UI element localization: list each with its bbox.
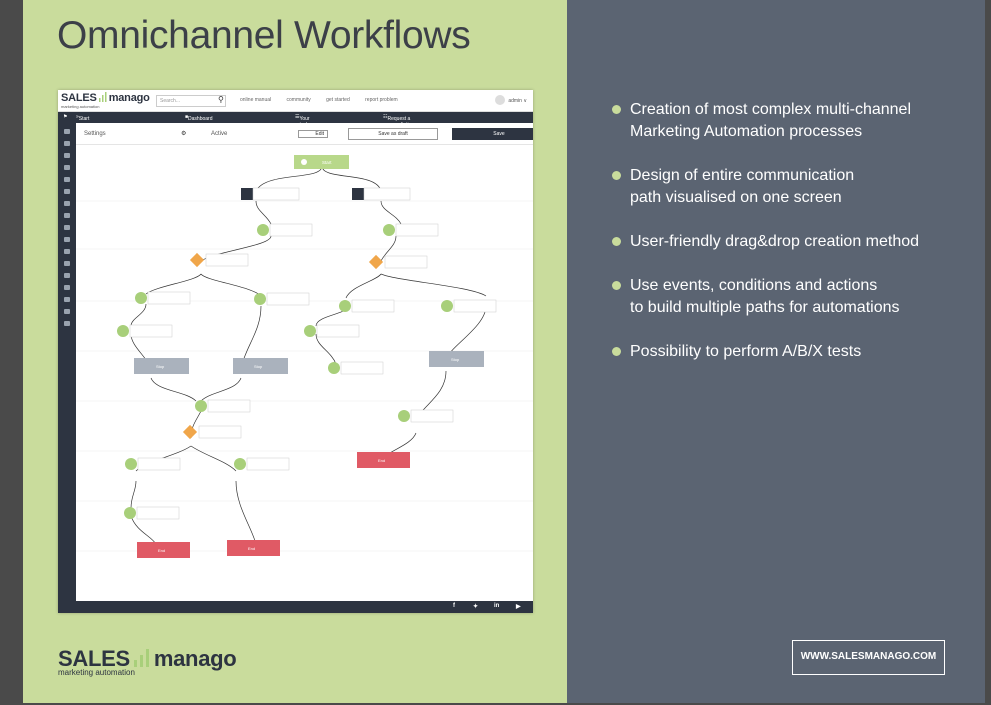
clock-icon[interactable] (64, 261, 70, 266)
feature-item: Design of entire communication path visu… (612, 165, 972, 209)
cogs-icon[interactable] (64, 237, 70, 242)
settings-label: Settings (84, 131, 106, 137)
feature-item: Creation of most complex multi-channel M… (612, 99, 972, 143)
app-logo-sales: SALES (61, 92, 97, 104)
bullet-dot-icon (612, 105, 621, 114)
save-draft-button[interactable]: Save as draft (348, 128, 438, 140)
app-footer: f ✦ in ▶ (76, 601, 533, 613)
mobile-icon[interactable] (64, 165, 70, 170)
bullet-dot-icon (612, 171, 621, 180)
search-icon[interactable]: ⚲ (218, 95, 224, 104)
top-links: online manual community get started repo… (240, 97, 412, 103)
svg-text:End: End (158, 548, 165, 553)
brand-sales: SALES (58, 646, 130, 671)
feature-item: Use events, conditions and actions to bu… (612, 275, 972, 319)
brand-tagline: marketing automation (58, 668, 135, 677)
sliders-icon[interactable] (64, 321, 70, 326)
chat-icon[interactable] (64, 189, 70, 194)
feature-item: Possibility to perform A/B/X tests (612, 341, 972, 363)
wrench-icon[interactable] (64, 309, 70, 314)
app-header: SALES manago marketing automation Search.… (58, 90, 533, 112)
calendar-icon[interactable] (64, 273, 70, 278)
nav-dashboard[interactable]: ■ Dashboard (185, 114, 213, 122)
workflow-canvas[interactable]: Start (76, 146, 533, 601)
trash-icon[interactable] (64, 285, 70, 290)
user-name: admin (508, 98, 522, 104)
right-panel (567, 0, 985, 703)
app-logo: SALES manago (61, 92, 150, 104)
add-user-icon[interactable] (64, 177, 70, 182)
avatar (495, 95, 506, 105)
nav-start[interactable]: » Start (76, 114, 90, 122)
brand-bars-icon (133, 649, 149, 667)
app-sidebar (58, 123, 76, 613)
workflow-diagram: Start (76, 155, 533, 558)
settings-gear-icon[interactable]: ⚙ (181, 131, 187, 137)
svg-text:Stop: Stop (451, 357, 460, 362)
app-logo-manago: manago (108, 92, 150, 104)
feature-list: Creation of most complex multi-channel M… (612, 99, 972, 385)
facebook-icon[interactable]: f (453, 603, 455, 609)
feature-text: Use events, conditions and actions to bu… (630, 277, 900, 316)
start-node: Start (294, 155, 349, 169)
app-search-input[interactable]: Search... (156, 95, 226, 107)
link-get-started[interactable]: get started (326, 97, 350, 103)
status-label: Active (211, 131, 228, 137)
megaphone-icon[interactable] (64, 213, 70, 218)
website-link[interactable]: WWW.SALESMANAGO.COM (792, 640, 945, 675)
logo-bars-icon (98, 92, 107, 102)
bullet-dot-icon (612, 347, 621, 356)
link-community[interactable]: community (286, 97, 311, 103)
app-screenshot: SALES manago marketing automation Search.… (58, 90, 533, 613)
home-icon[interactable]: ⚑ (63, 114, 68, 120)
user-menu[interactable]: admin ∨ (495, 95, 527, 105)
contacts-icon[interactable] (64, 141, 70, 146)
brand-logo: SALES manago (58, 646, 237, 672)
svg-text:Stop: Stop (156, 364, 165, 369)
svg-text:End: End (378, 458, 385, 463)
eye-icon[interactable] (64, 129, 70, 134)
feature-text: Possibility to perform A/B/X tests (630, 343, 862, 360)
bullet-dot-icon (612, 281, 621, 290)
chevron-down-icon: ∨ (523, 98, 527, 104)
gear-icon[interactable] (64, 153, 70, 158)
brand-manago: manago (153, 646, 237, 671)
twitter-icon[interactable]: ✦ (473, 604, 479, 610)
svg-text:Stop: Stop (254, 364, 263, 369)
feature-text: Design of entire communication path visu… (630, 167, 855, 206)
nav-consultation[interactable]: ☷ Request a consultation (383, 114, 414, 128)
svg-text:End: End (248, 546, 255, 551)
app-nav: ⚑ » Start ■ Dashboard ☰ Your tasks ☷ Req… (58, 112, 533, 128)
feature-item: User-friendly drag&drop creation method (612, 231, 972, 253)
linkedin-icon[interactable]: in (494, 603, 500, 609)
group-icon[interactable] (64, 225, 70, 230)
nav-tasks[interactable]: ☰ Your tasks (295, 114, 311, 128)
bullet-dot-icon (612, 237, 621, 246)
svg-text:Start: Start (322, 160, 332, 165)
workflow-toolbar: Settings ⚙ Active Edit Save as draft Sav… (76, 123, 533, 145)
link-report-problem[interactable]: report problem (365, 97, 398, 103)
feature-text: User-friendly drag&drop creation method (630, 233, 920, 250)
slide-title: Omnichannel Workflows (57, 14, 471, 57)
app-logo-sub: marketing automation (61, 104, 100, 109)
chart-icon[interactable] (64, 249, 70, 254)
feature-text: Creation of most complex multi-channel M… (630, 101, 912, 140)
save-button[interactable]: Save (452, 128, 533, 140)
monitor-icon[interactable] (64, 201, 70, 206)
youtube-icon[interactable]: ▶ (516, 604, 521, 610)
edit-toggle[interactable]: Edit (298, 130, 328, 138)
link-online-manual[interactable]: online manual (240, 97, 272, 103)
book-icon[interactable] (64, 297, 70, 302)
